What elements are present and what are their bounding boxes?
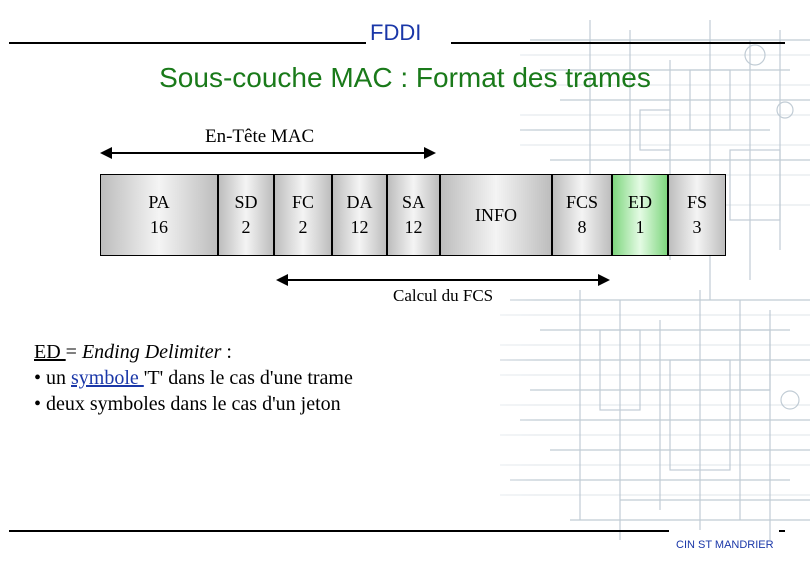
footer-rule-end <box>779 530 785 532</box>
mac-header-arrow <box>100 147 436 159</box>
ed-eq: = <box>65 341 82 363</box>
ed-line-jeton: • deux symboles dans le cas d'un jeton <box>34 393 341 415</box>
fcs-calc-label: Calcul du FCS <box>393 286 494 305</box>
field-size: 2 <box>298 217 308 237</box>
field-name: SA <box>401 192 425 212</box>
frame-field-fc: FC 2 <box>274 174 332 256</box>
header-rule-right <box>451 42 785 44</box>
field-name: INFO <box>474 204 517 225</box>
ed-term: ED <box>34 341 66 363</box>
field-size: 8 <box>577 217 587 237</box>
field-name: FS <box>686 192 708 212</box>
frame-field-fs: FS 3 <box>668 174 726 256</box>
frame-field-sd: SD 2 <box>218 174 274 256</box>
ed-line-symbol: • un symbole 'T' dans le cas d'une trame <box>34 365 353 391</box>
footer-label: CIN ST MANDRIER <box>676 539 774 551</box>
field-name: ED <box>628 192 652 212</box>
frame-field-da: DA 12 <box>332 174 387 256</box>
field-name: FCS <box>565 192 599 212</box>
field-size: 3 <box>692 217 702 237</box>
frame-field-ed: ED 1 <box>612 174 668 256</box>
header-rule-left <box>9 42 366 44</box>
fcs-range-arrow <box>276 274 610 286</box>
field-size: 1 <box>635 217 645 237</box>
symbole-link[interactable]: symbole <box>71 367 144 389</box>
frame-field-pa: PA 16 <box>100 174 218 256</box>
circuit-background <box>390 0 810 570</box>
field-size: 12 <box>404 217 423 237</box>
header-label: FDDI <box>370 20 422 45</box>
mac-header-label: En-Tête MAC <box>205 126 315 147</box>
ed-note: ED = Ending Delimiter : • un symbole 'T'… <box>34 339 353 417</box>
field-name: FC <box>291 192 315 212</box>
footer-rule <box>9 530 669 532</box>
bullet-text: 'T' dans le cas d'une trame <box>143 367 353 389</box>
field-name: DA <box>346 192 373 212</box>
ed-definition: Ending Delimiter <box>81 341 222 363</box>
ed-definition-line: ED = Ending Delimiter : <box>34 339 353 365</box>
field-name: SD <box>234 192 258 212</box>
field-size: 16 <box>150 217 168 237</box>
bullet-text: • un <box>34 367 72 389</box>
frame-field-fcs: FCS 8 <box>552 174 612 256</box>
field-size: 2 <box>241 217 251 237</box>
field-size: 12 <box>350 217 369 237</box>
field-name: PA <box>148 192 170 212</box>
ed-colon: : <box>221 341 232 363</box>
frame-field-info: INFO <box>440 174 552 256</box>
slide-title: Sous-couche MAC : Format des trames <box>159 62 651 93</box>
frame-field-sa: SA 12 <box>387 174 440 256</box>
